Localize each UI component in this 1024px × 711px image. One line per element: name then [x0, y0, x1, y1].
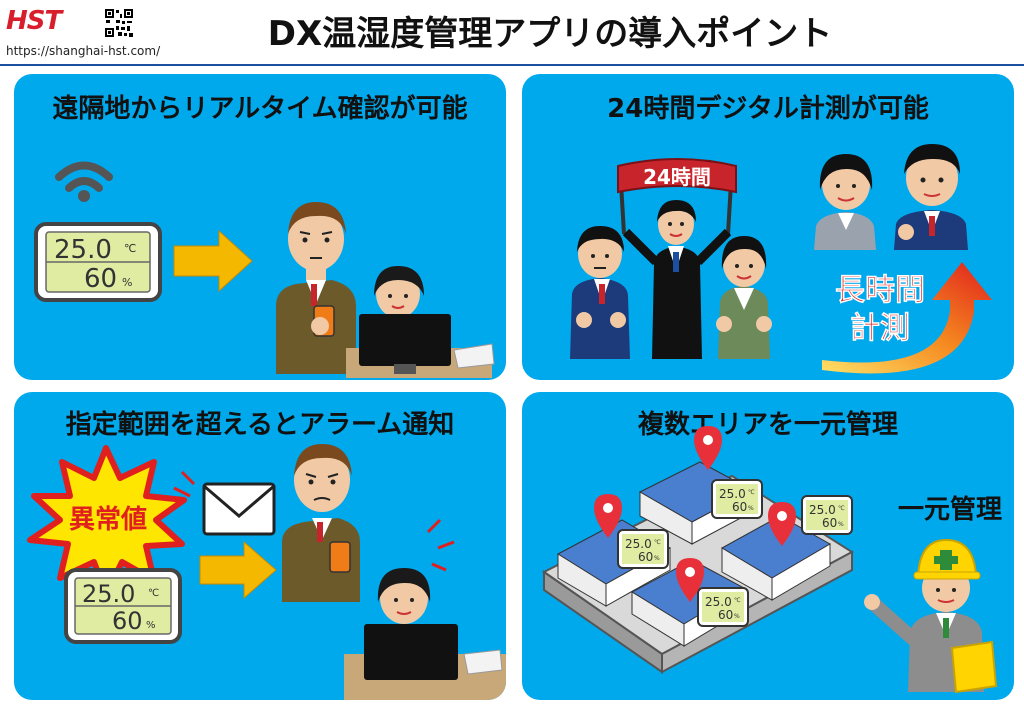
- central-management-label: 一元管理: [898, 495, 1002, 525]
- alert-rays-icon: [173, 470, 196, 498]
- sensor-temp-unit: ℃: [148, 588, 159, 599]
- panel-illustration: 25.0 ℃ 60 % 25.0 ℃ 60 % 25.0 ℃ 60 % 25.0…: [542, 426, 1002, 694]
- panel-title: 指定範囲を超えるとアラーム通知: [65, 410, 455, 440]
- panel-alarm-notification: 指定範囲を超えるとアラーム通知 異常値 25.0 ℃ 60 %: [14, 392, 506, 700]
- sensor-humidity: 60: [112, 607, 143, 635]
- businessman-with-phone: [282, 444, 360, 602]
- mini-sensor-hum-unit: %: [748, 505, 754, 512]
- businessman-upper: [894, 144, 968, 250]
- header: HST https://shanghai-hst.com/ DX温湿度管理アプリ…: [0, 0, 1024, 64]
- mini-sensor-temperature: 25.0: [705, 595, 732, 609]
- sensor-temperature: 25.0: [82, 580, 135, 608]
- panel-title: 遠隔地からリアルタイム確認が可能: [52, 94, 468, 124]
- mini-sensor-humidity: 60: [732, 500, 747, 514]
- map-pin-icon: [694, 426, 722, 470]
- panel-title: 複数エリアを一元管理: [637, 410, 898, 440]
- mini-sensor-hum-unit: %: [734, 613, 740, 620]
- map-pin-icon: [676, 558, 704, 602]
- site-worker-pointing: [864, 538, 998, 694]
- sensor-temp-unit: ℃: [124, 242, 136, 255]
- mini-sensor-temp-unit: ℃: [748, 489, 755, 496]
- mini-sensor-humidity: 60: [718, 608, 733, 622]
- arrow-right-icon: [173, 229, 253, 293]
- callout-measurement: 計測: [850, 311, 910, 346]
- panel-centralized-management: 複数エリアを一元管理 25.0: [522, 392, 1014, 700]
- mini-sensor-humidity: 60: [638, 550, 653, 564]
- curved-up-arrow-icon: [822, 262, 992, 374]
- thermo-hygrometer-icon: 25.0 ℃ 60 %: [64, 568, 182, 644]
- qr-code-icon: [104, 8, 134, 38]
- sensor-humidity: 60: [84, 264, 117, 294]
- mini-sensor-hum-unit: %: [838, 521, 844, 528]
- mini-sensor-icon: 25.0 ℃ 60 %: [697, 587, 749, 627]
- panel-title: 24時間デジタル計測が可能: [607, 94, 929, 124]
- logo-text: HST: [6, 6, 62, 36]
- arrow-right-icon: [199, 540, 277, 600]
- company-logo[interactable]: HST: [6, 6, 62, 36]
- panel-illustration: 25.0 ℃ 60 %: [34, 161, 495, 378]
- sensor-temperature: 25.0: [54, 235, 112, 265]
- mini-sensor-temp-unit: ℃: [838, 505, 845, 512]
- mini-sensor-icon: 25.0 ℃ 60 %: [617, 529, 669, 569]
- banner-text: 24時間: [643, 165, 711, 189]
- mini-sensor-humidity: 60: [822, 516, 837, 530]
- mini-sensor-temperature: 25.0: [809, 503, 836, 517]
- panel-illustration: 異常値 25.0 ℃ 60 %: [27, 444, 506, 700]
- mini-sensor-icon: 25.0 ℃ 60 %: [711, 479, 763, 519]
- website-url-link[interactable]: https://shanghai-hst.com/: [6, 44, 161, 58]
- mini-sensor-temperature: 25.0: [719, 487, 746, 501]
- map-pin-icon: [594, 494, 622, 538]
- mini-sensor-temp-unit: ℃: [654, 539, 661, 546]
- burst-text: 異常値: [69, 505, 147, 535]
- page-title: DX温湿度管理アプリの導入ポイント: [267, 14, 833, 54]
- panel-remote-monitoring: 遠隔地からリアルタイム確認が可能 25.0 ℃ 60 %: [14, 74, 506, 380]
- callout-long-time: 長時間: [835, 273, 925, 308]
- panel-24h-measurement: 24時間デジタル計測が可能 24時間: [522, 74, 1014, 380]
- mini-sensor-icon: 25.0 ℃ 60 %: [801, 495, 853, 535]
- businessman-cheering: [570, 226, 630, 359]
- panel-illustration: 24時間: [570, 144, 992, 374]
- map-pin-icon: [768, 502, 796, 546]
- mini-sensor-temperature: 25.0: [625, 537, 652, 551]
- sensor-hum-unit: %: [146, 620, 156, 631]
- office-woman-upper: [814, 154, 876, 250]
- office-woman-cheering: [716, 236, 772, 359]
- office-worker-at-computer: [346, 266, 495, 378]
- mini-sensor-temp-unit: ℃: [734, 597, 741, 604]
- businessman-holding-banner: [622, 200, 732, 359]
- header-divider: [0, 64, 1024, 66]
- sensor-hum-unit: %: [122, 276, 132, 289]
- mini-sensor-hum-unit: %: [654, 555, 660, 562]
- alert-rays-icon: [426, 518, 455, 572]
- wifi-dot-icon: [78, 190, 90, 202]
- mail-envelope-icon: [202, 482, 276, 536]
- thermo-hygrometer-icon: 25.0 ℃ 60 %: [34, 222, 162, 302]
- wifi-icon: [55, 161, 113, 192]
- office-worker-at-computer: [344, 568, 506, 700]
- businessman-with-phone: [276, 202, 356, 374]
